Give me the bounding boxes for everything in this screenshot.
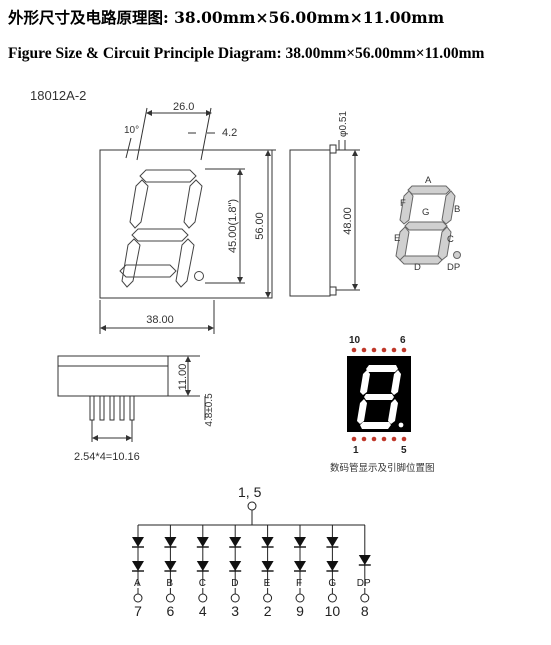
model-number: 18012A-2 — [30, 88, 86, 103]
pin-label-bottom-left: 1 — [353, 445, 359, 456]
segment-label-dp: DP — [447, 262, 460, 273]
pin-terminal-a — [133, 593, 143, 603]
segment-label-b: B — [454, 204, 460, 215]
dim-pin-length: 4.8±0.5 — [204, 393, 215, 427]
diode-c-1 — [196, 537, 209, 547]
pin-label-top-right: 6 — [400, 335, 406, 346]
front-view: 18012A-2 26.0 10° 4.2 45.00(1.8") — [30, 88, 276, 334]
pin-dots-bottom — [351, 436, 407, 442]
led-column-dp: DP 8 — [357, 525, 371, 619]
pin-label-bottom-right: 5 — [401, 445, 407, 456]
led-column-f: F9 — [294, 525, 306, 619]
segment-label-a: A — [134, 578, 141, 589]
pin-number-b: 6 — [167, 603, 175, 619]
dim-width: 38.00 — [146, 314, 174, 326]
pin-terminal-f — [295, 593, 305, 603]
diode-e-2 — [261, 561, 274, 571]
diode-d-2 — [229, 561, 242, 571]
front-digit-outline — [119, 169, 204, 288]
common-pin-terminal — [247, 501, 257, 511]
pin-number-dp: 8 — [361, 603, 369, 619]
led-column-g: G 10 — [325, 525, 341, 619]
dim-pin-span: 48.00 — [342, 207, 354, 235]
pin-number-g: 10 — [325, 603, 341, 619]
pin-layout-caption: 数码管显示及引脚位置图 — [330, 462, 435, 474]
diode-f-1 — [294, 537, 306, 547]
title-cn: 外形尺寸及电路原理图: 38.00mm×56.00mm×11.00mm — [8, 8, 445, 27]
diode-dp-1 — [358, 555, 371, 565]
dim-top-width: 26.0 — [173, 101, 194, 113]
segment-label-b: B — [166, 578, 173, 589]
pin-terminal-b — [165, 593, 175, 603]
diode-a-2 — [132, 561, 144, 571]
pin-number-a: 7 — [134, 603, 142, 619]
dim-segment-width: 4.2 — [222, 127, 237, 139]
pin-terminal-d — [230, 593, 240, 603]
segment-label-d: D — [231, 578, 238, 589]
pin-number-e: 2 — [264, 603, 272, 619]
segment-label-dp: DP — [357, 578, 371, 589]
pin-number-c: 4 — [199, 603, 207, 619]
pin-layout: 10 6 1 5 数码管显示及引脚位置图 — [330, 335, 435, 474]
led-column-d: D3 — [229, 525, 242, 619]
title-en: Figure Size & Circuit Principle Diagram:… — [8, 45, 485, 62]
segment-label-e: E — [264, 578, 271, 589]
led-column-a: A7 — [132, 525, 144, 619]
dim-height: 56.00 — [254, 212, 266, 240]
dim-pin-diameter: φ0.51 — [338, 111, 349, 137]
led-column-b: B6 — [164, 525, 177, 619]
circuit-diagram: 1, 5 — [138, 484, 365, 526]
segment-label-e: E — [394, 233, 400, 244]
segment-label-f: F — [296, 578, 302, 589]
side-view: 48.00 φ0.51 — [289, 111, 360, 297]
segment-label-f: F — [400, 198, 406, 209]
segment-label-g: G — [328, 578, 336, 589]
pin-label-top-left: 10 — [349, 335, 361, 346]
dim-digit-height: 45.00(1.8") — [227, 199, 239, 253]
pin-number-d: 3 — [231, 603, 239, 619]
diode-e-1 — [261, 537, 274, 547]
led-column-c: C4 — [196, 525, 209, 619]
pin-number-f: 9 — [296, 603, 304, 619]
segment-label-g: G — [422, 207, 429, 218]
dim-depth: 11.00 — [177, 364, 189, 391]
diode-a-1 — [132, 537, 144, 547]
common-pin-label: 1, 5 — [238, 484, 262, 500]
diode-c-2 — [196, 561, 209, 571]
pin-terminal-dp — [360, 593, 370, 603]
diode-b-2 — [164, 561, 177, 571]
segment-label-a: A — [425, 175, 432, 186]
dim-slant-angle: 10° — [124, 125, 139, 136]
display-digit — [357, 365, 404, 429]
front-outline — [99, 149, 273, 299]
segment-label-c: C — [447, 234, 454, 245]
led-column-e: E2 — [261, 525, 274, 619]
diode-f-2 — [294, 561, 306, 571]
diode-g-2 — [326, 561, 339, 571]
pin-terminal-e — [263, 593, 273, 603]
diode-g-1 — [326, 537, 339, 547]
pin-terminal-g — [327, 593, 337, 603]
bottom-pins — [89, 395, 135, 421]
bottom-view: 11.00 4.8±0.5 2.54*4=10.16 — [57, 355, 215, 463]
pin-dots-top — [351, 347, 407, 353]
segment-label-d: D — [414, 262, 421, 273]
diode-d-1 — [229, 537, 242, 547]
dim-pin-pitch: 2.54*4=10.16 — [74, 451, 140, 463]
segment-label-c: C — [199, 578, 206, 589]
diode-b-1 — [164, 537, 177, 547]
pin-terminal-c — [198, 593, 208, 603]
segment-legend: A B C D E F G DP — [394, 175, 461, 273]
